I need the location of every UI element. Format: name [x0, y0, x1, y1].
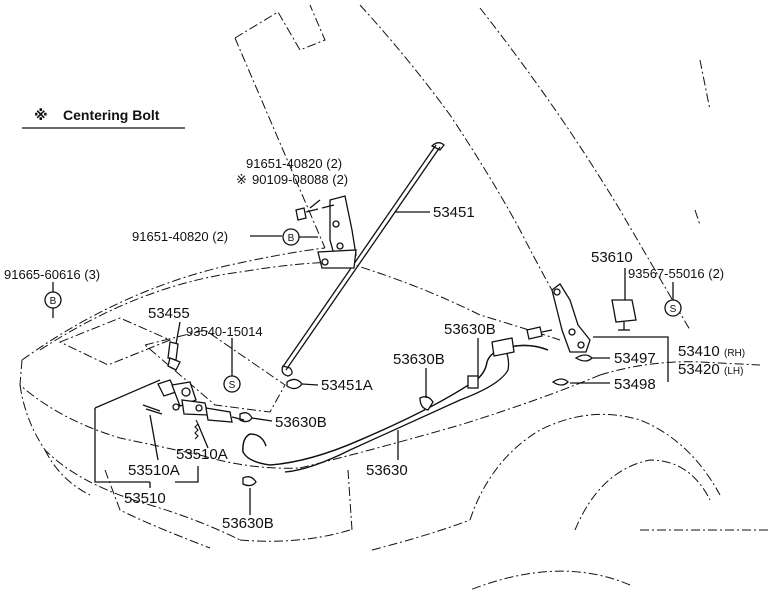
label-53410: 53410	[678, 343, 720, 360]
marker-b-fender: B	[44, 291, 62, 309]
hinge-bolt	[295, 204, 335, 221]
right-hood-hinge	[551, 283, 637, 386]
svg-text:S: S	[229, 380, 236, 391]
label-53498: 53498	[614, 376, 656, 393]
legend: ※ Centering Bolt	[22, 107, 185, 129]
label-93540-15014: 93540-15014	[186, 324, 263, 339]
label-53420-side: (LH)	[724, 366, 743, 377]
label-91651-40820-top: 91651-40820 (2)	[246, 156, 342, 171]
legend-text: Centering Bolt	[63, 107, 160, 123]
label-90109-08088: 90109-08088 (2)	[252, 172, 348, 187]
svg-text:B: B	[288, 233, 295, 244]
label-53630b-lock: 53630B	[275, 414, 327, 431]
hood-support-rod	[281, 142, 445, 377]
label-53510a-right: 53510A	[176, 446, 228, 463]
marker-s-stop: S	[664, 299, 682, 317]
label-53610: 53610	[591, 249, 633, 266]
label-53410-side: (RH)	[724, 348, 745, 359]
label-93567-55016: 93567-55016 (2)	[628, 266, 724, 281]
cable-clamps	[239, 375, 479, 487]
legend-symbol: ※	[34, 107, 48, 123]
label-53630: 53630	[366, 462, 408, 479]
label-53455: 53455	[148, 305, 190, 322]
label-centering-mark: ※	[236, 172, 247, 187]
label-53497: 53497	[614, 350, 656, 367]
svg-text:S: S	[670, 304, 677, 315]
label-53420: 53420	[678, 361, 720, 378]
leader-lines	[52, 199, 674, 515]
label-91665-60616: 91665-60616 (3)	[4, 267, 100, 282]
hood-lock-assembly	[142, 379, 245, 440]
label-53510: 53510	[124, 490, 166, 507]
label-53451: 53451	[433, 204, 475, 221]
label-53630b-upper-right: 53630B	[444, 321, 496, 338]
label-53510a-left: 53510A	[128, 462, 180, 479]
hood-lock-striker	[167, 341, 303, 390]
svg-text:B: B	[50, 296, 57, 307]
body-outline	[19, 247, 770, 591]
label-53630b-mid: 53630B	[393, 351, 445, 368]
marker-b-hinge: B	[282, 228, 300, 246]
left-hood-hinge	[295, 195, 357, 269]
part-labels: 91651-40820 (2) ※ 90109-08088 (2) 91651-…	[4, 156, 745, 532]
release-cable	[242, 326, 553, 473]
label-53451a: 53451A	[321, 377, 373, 394]
hood-outline	[234, 4, 711, 331]
label-91651-40820-mid: 91651-40820 (2)	[132, 229, 228, 244]
marker-s-lock: S	[223, 375, 241, 393]
label-53630b-bottom: 53630B	[222, 515, 274, 532]
